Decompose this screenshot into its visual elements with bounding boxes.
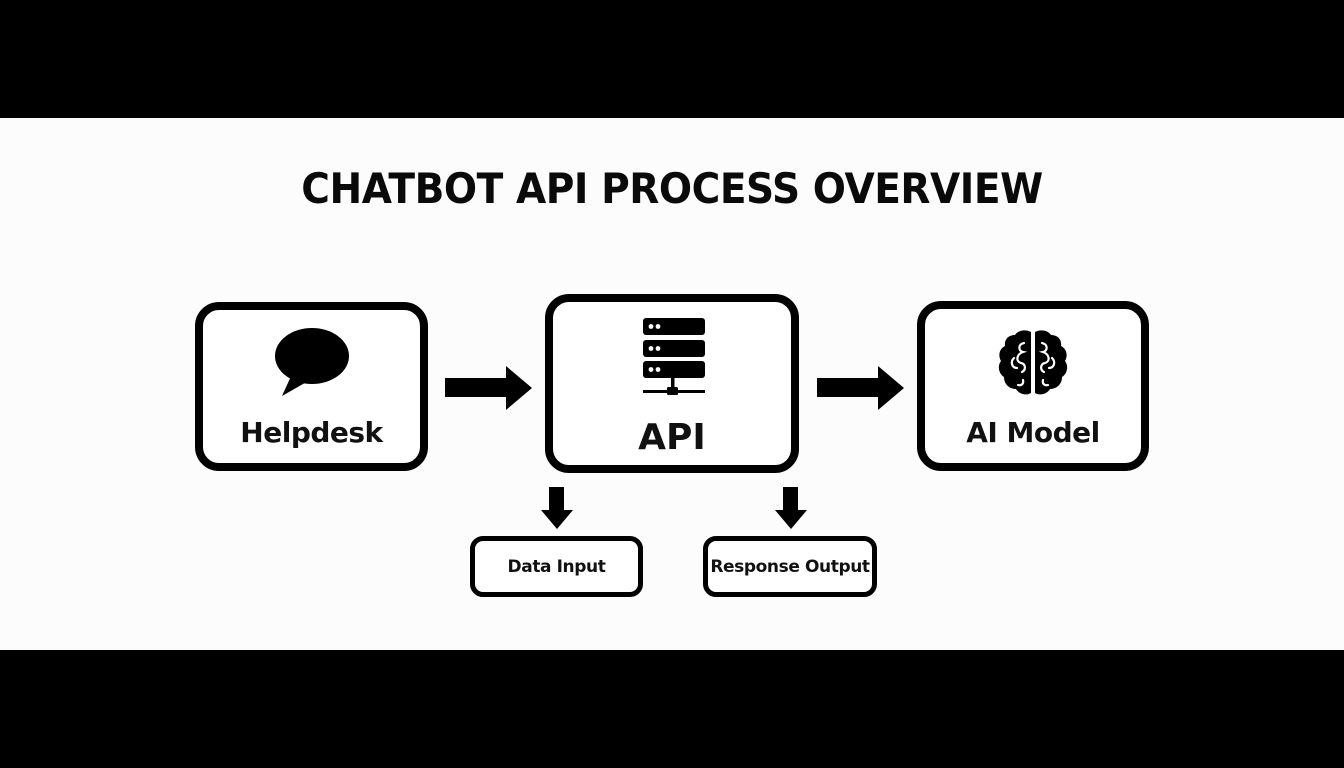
letterbox-bottom	[0, 650, 1344, 768]
node-label-response-output: Response Output	[710, 556, 870, 577]
node-label-data-input: Data Input	[507, 556, 606, 577]
node-label-api: API	[638, 417, 706, 458]
node-ai-model: AI Model	[917, 301, 1149, 471]
arrow-api-to-response-output	[775, 487, 807, 529]
diagram-title: CHATBOT API PROCESS OVERVIEW	[301, 164, 1043, 213]
arrow-helpdesk-to-api	[445, 366, 532, 410]
node-data-input: Data Input	[470, 536, 643, 597]
speech-bubble-icon	[275, 328, 349, 396]
node-label-ai-model: AI Model	[966, 416, 1100, 449]
arrow-api-to-data-input	[541, 487, 573, 529]
node-label-helpdesk: Helpdesk	[240, 416, 383, 449]
brain-icon	[998, 330, 1068, 395]
letterbox-top	[0, 0, 1344, 118]
node-response-output: Response Output	[703, 536, 877, 597]
arrow-api-to-ai-model	[817, 366, 904, 410]
server-icon	[643, 318, 705, 395]
